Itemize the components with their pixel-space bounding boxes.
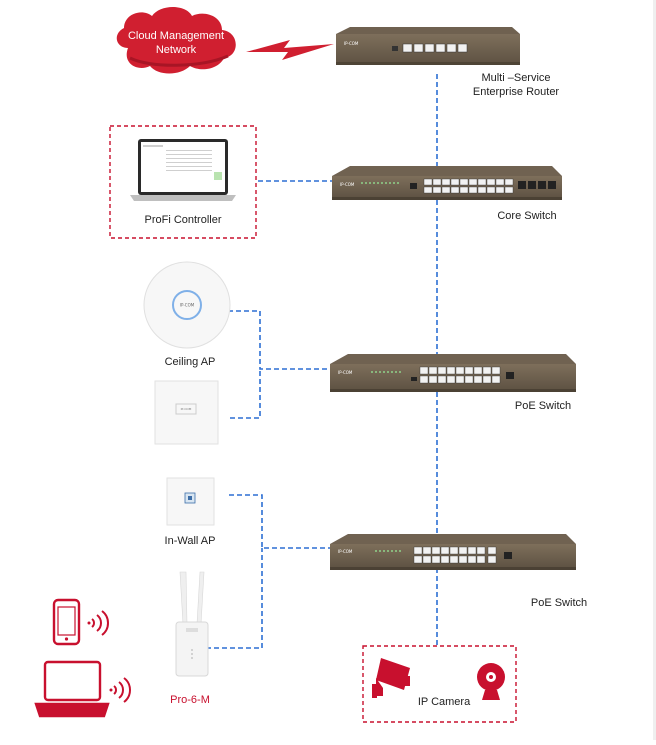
cloud-label: Cloud Management Network	[128, 29, 224, 57]
svg-text:IP-COM: IP-COM	[338, 370, 353, 375]
svg-text:IP-COM: IP-COM	[340, 182, 355, 187]
ceiling-ap-label: Ceiling AP	[165, 356, 216, 368]
router-label-line1: Multi –Service	[473, 71, 559, 85]
outdoor-ap-label: Pro-6-M	[170, 694, 210, 706]
ip-camera-label: IP Camera	[418, 696, 470, 708]
poe-switch-1-label: PoE Switch	[515, 400, 571, 412]
link-wall-ap-poe1	[230, 369, 260, 418]
link-inwall-ap	[229, 495, 332, 548]
smartphone-icon	[54, 600, 79, 644]
router-label: Multi –Service Enterprise Router	[473, 71, 559, 99]
lightning-icon	[246, 40, 334, 60]
outdoor-ap-icon	[176, 572, 208, 676]
router-label-line2: Enterprise Router	[473, 85, 559, 99]
link-ceiling-ap	[228, 311, 332, 369]
wifi-signal-icon	[110, 678, 131, 702]
svg-text:IP-COM: IP-COM	[180, 303, 195, 308]
ip-camera-icon	[372, 658, 410, 698]
router-device: IP-COM	[336, 27, 520, 65]
poe-switch-2-device: IP-COM	[330, 534, 576, 570]
poe-switch-1-device: IP-COM	[330, 354, 576, 392]
dome-camera-icon	[477, 663, 505, 700]
cloud-label-line2: Network	[128, 43, 224, 57]
svg-text:IP-COM: IP-COM	[338, 549, 353, 554]
core-switch-label: Core Switch	[497, 210, 556, 222]
svg-text:IP-COM: IP-COM	[181, 407, 192, 411]
ceiling-ap-icon: IP-COM	[144, 262, 230, 348]
controller-label: ProFi Controller	[144, 214, 221, 226]
poe-switch-2-label: PoE Switch	[531, 597, 587, 609]
cloud-label-line1: Cloud Management	[128, 29, 224, 43]
core-switch-device: IP-COM	[332, 166, 562, 200]
in-wall-ap-label: In-Wall AP	[165, 535, 216, 547]
laptop-icon	[130, 139, 236, 201]
laptop-client-icon	[36, 662, 108, 716]
wall-ap-square-icon: IP-COM	[155, 381, 218, 444]
in-wall-ap-icon	[167, 478, 214, 525]
link-outdoor-ap	[206, 548, 262, 648]
svg-text:IP-COM: IP-COM	[344, 41, 359, 46]
wifi-signal-icon	[88, 611, 109, 635]
